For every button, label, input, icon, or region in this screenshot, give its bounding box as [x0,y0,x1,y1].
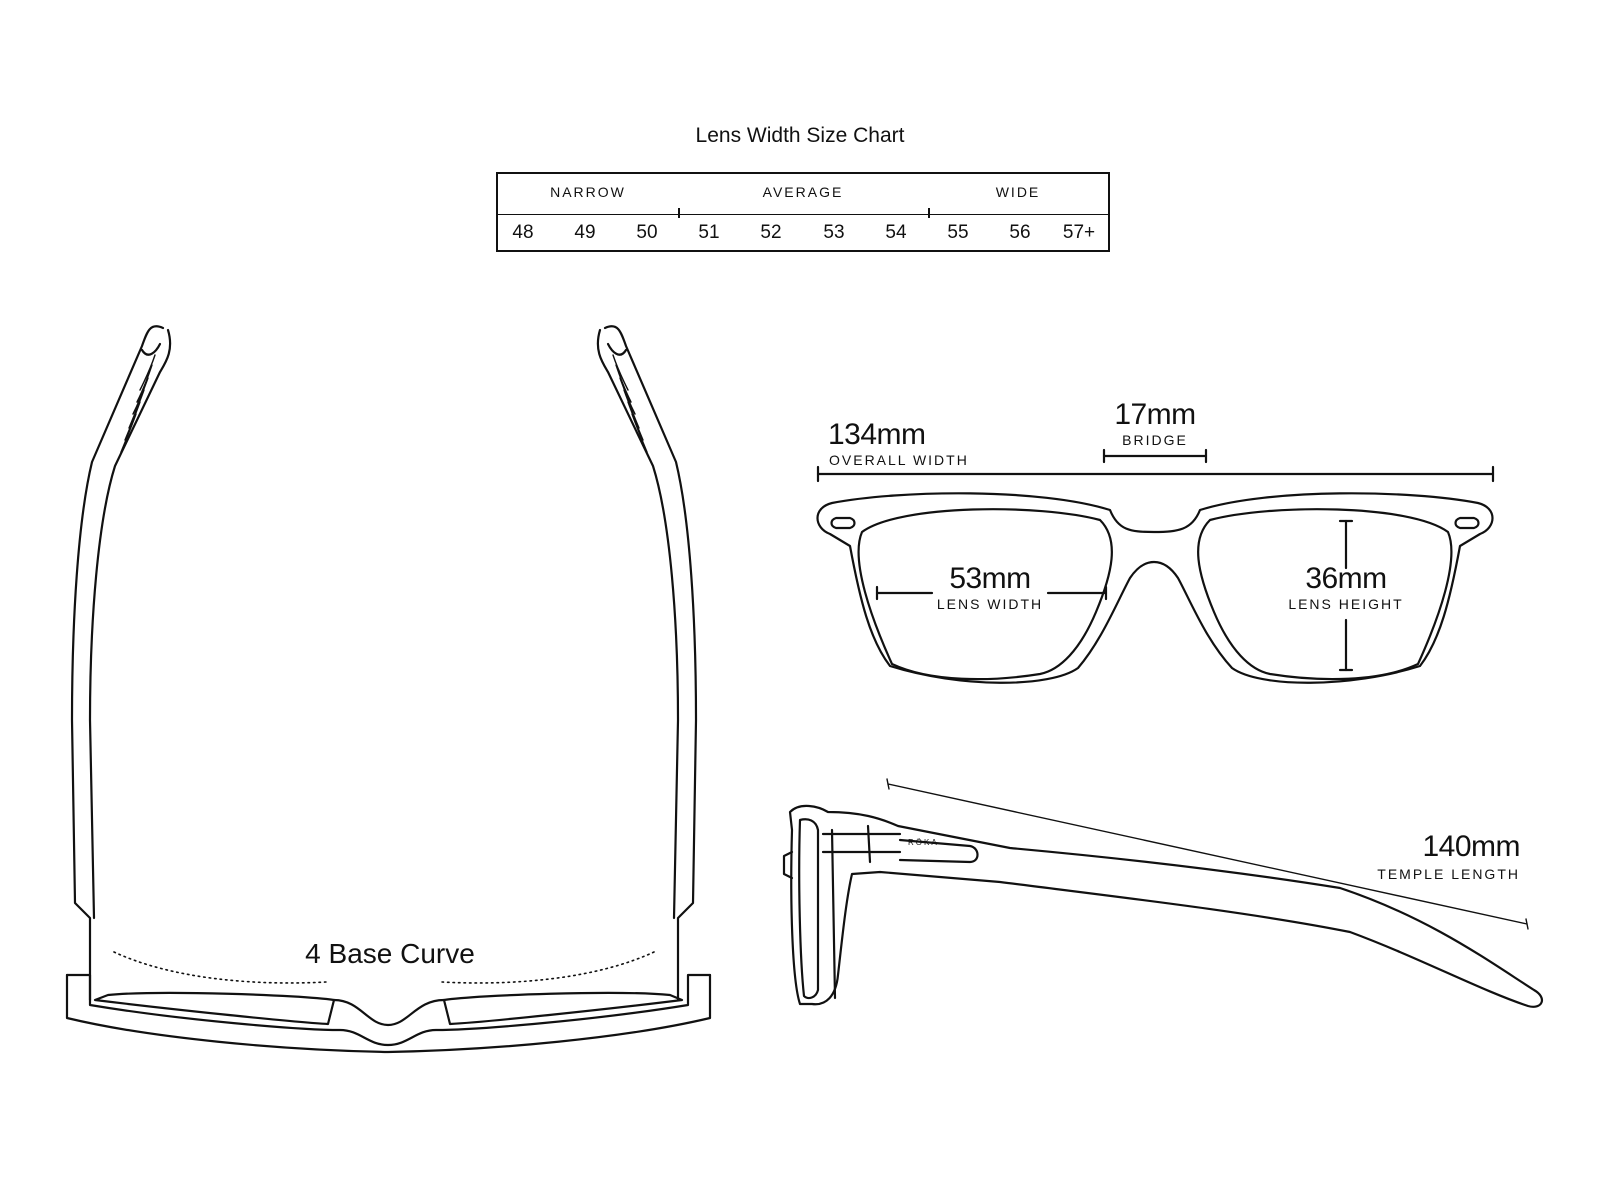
base-curve-left-marker [113,951,327,984]
front-frame-outline [816,492,1494,684]
top-view-glasses [65,325,712,1054]
category-average: AVERAGE [762,184,844,200]
size-value: 52 [760,222,782,243]
temple-length-value: 140mm [1422,830,1520,863]
lens-width-label: LENS WIDTH [936,596,1044,612]
size-value: 57+ [1062,222,1096,243]
bridge-value: 17mm [1114,398,1196,431]
lens-width-value: 53mm [949,562,1031,595]
bridge-label: BRIDGE [1122,432,1188,448]
category-wide: WIDE [995,184,1041,200]
category-divider [678,208,680,218]
lens-height-label: LENS HEIGHT [1288,596,1404,612]
category-narrow: NARROW [550,184,626,200]
brand-logo: RÖKA [908,838,939,847]
side-logo-plate [898,838,979,864]
size-value: 50 [636,222,658,243]
side-view-glasses [782,778,1544,1008]
category-divider [928,208,930,218]
size-value: 48 [512,222,534,243]
front-right-lens [1197,508,1453,681]
overall-width-label: OVERALL WIDTH [829,452,969,468]
temple-length-line [887,783,1528,925]
front-view-glasses [816,448,1495,684]
lens-height-value: 36mm [1305,562,1387,595]
size-chart-title: Lens Width Size Chart [695,124,905,147]
top-view-left-temple [70,325,165,1002]
size-value: 53 [823,222,845,243]
top-view-front [65,973,712,1054]
size-value: 51 [698,222,720,243]
size-value: 56 [1009,222,1031,243]
front-left-lens [857,508,1113,681]
base-curve-right-marker [441,951,655,984]
overall-width-value: 134mm [828,418,926,451]
size-value: 49 [574,222,596,243]
size-category-row: NARROW AVERAGE WIDE [498,174,1108,218]
size-chart-table: NARROW AVERAGE WIDE 48 49 50 51 52 53 54… [496,172,1110,252]
top-view-right-temple [603,325,698,1002]
temple-length-label: TEMPLE LENGTH [1377,866,1520,882]
size-value: 54 [885,222,907,243]
size-value: 55 [947,222,969,243]
base-curve-label: 4 Base Curve [305,938,475,969]
